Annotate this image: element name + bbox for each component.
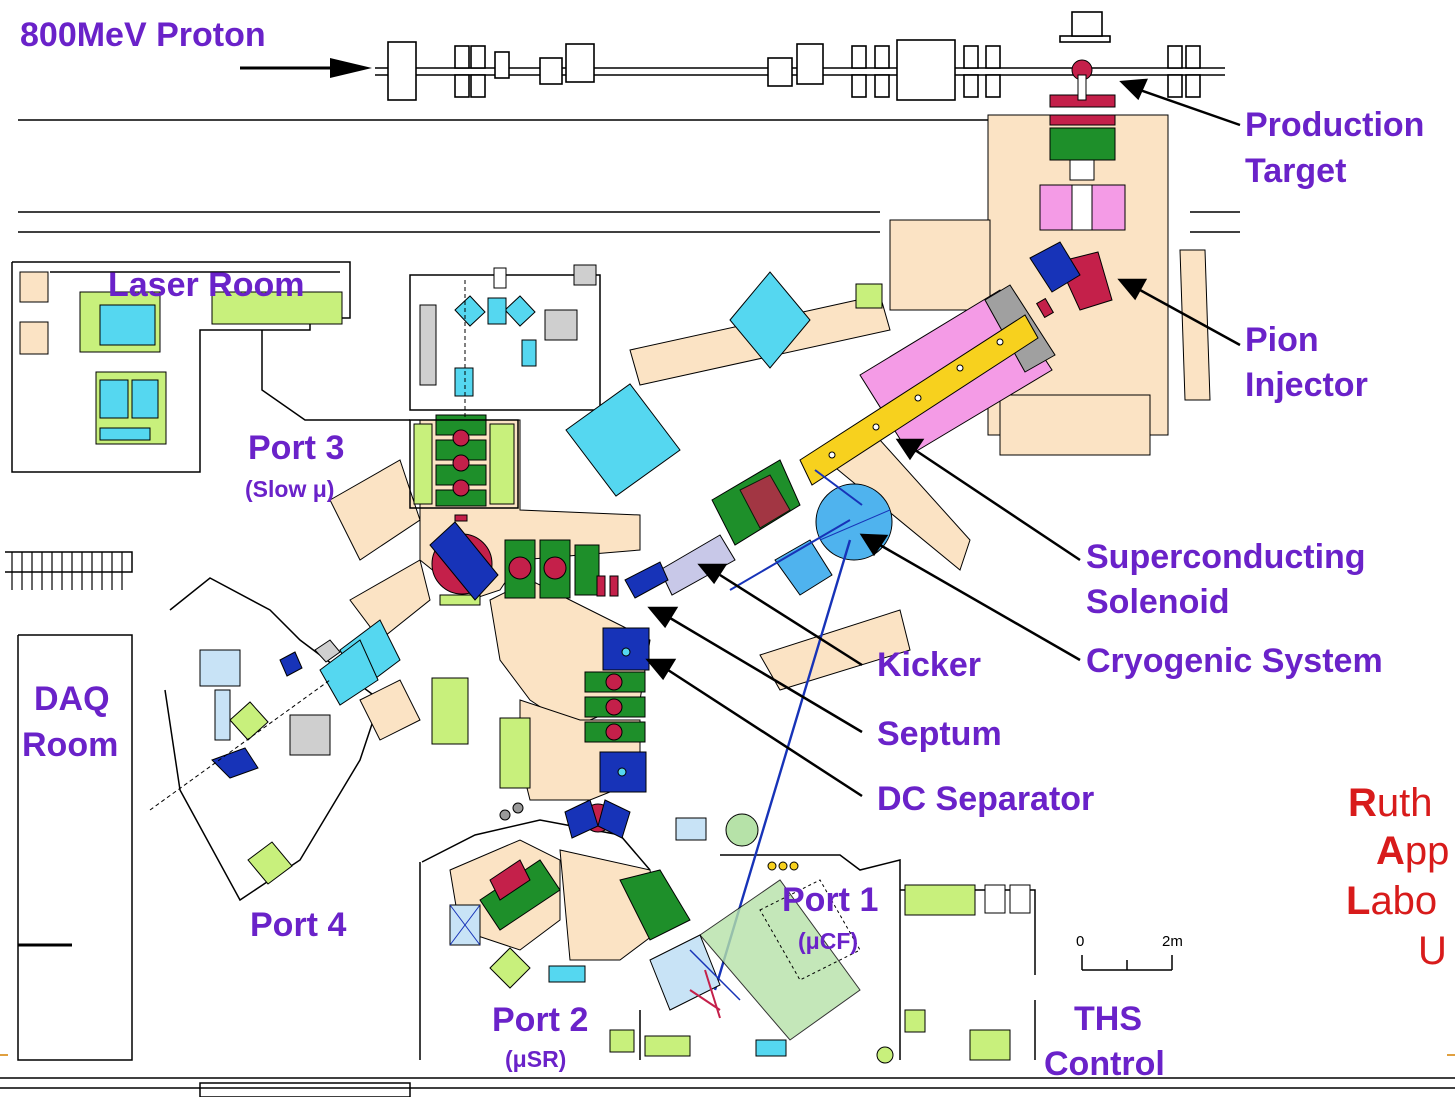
pointer-arrows <box>645 78 1241 798</box>
dc-separator-label: DC Separator <box>877 780 1095 818</box>
target-label: Target <box>1245 152 1347 190</box>
septum-label: Septum <box>877 715 1002 753</box>
scale-zero-label: 0 <box>1076 933 1085 950</box>
laser-room-label: Laser Room <box>108 266 305 304</box>
beamline-magnets <box>279 414 801 941</box>
pion-injector <box>1029 241 1113 319</box>
pion-label: Pion <box>1245 321 1319 359</box>
production-target-area <box>1039 59 1126 231</box>
port1-label: Port 1 <box>782 881 879 919</box>
port3-optics <box>454 267 537 420</box>
port2-label: Port 2 <box>492 1001 589 1039</box>
proton-arrow <box>240 58 372 78</box>
port3-sublabel: (Slow μ) <box>245 476 335 502</box>
port1-equipment <box>649 879 861 1041</box>
port2-sublabel: (μSR) <box>505 1046 567 1072</box>
production-label: Production <box>1245 106 1425 144</box>
cryogenic-label: Cryogenic System <box>1086 642 1383 680</box>
proton-label: 800MeV Proton <box>20 16 266 54</box>
proton-beamline <box>375 11 1225 101</box>
ths-label: THS <box>1074 1000 1142 1038</box>
port1-sublabel: (μCF) <box>798 928 859 954</box>
institution-line3: Labo <box>1346 879 1438 923</box>
solenoid-label: Solenoid <box>1086 583 1230 621</box>
institution-line4: U <box>1418 929 1447 973</box>
injector-label: Injector <box>1245 366 1368 404</box>
rack-grid <box>11 552 123 590</box>
daq-room-label: Room <box>22 726 119 764</box>
port4-label: Port 4 <box>250 906 347 944</box>
daq-label: DAQ <box>34 680 110 718</box>
institution-line1: Ruth <box>1348 781 1433 825</box>
port3-label: Port 3 <box>248 429 345 467</box>
kicker-label: Kicker <box>877 646 981 684</box>
scale-two-label: 2m <box>1162 933 1183 950</box>
control-label: Control <box>1044 1045 1165 1083</box>
scale-bar <box>1081 955 1173 971</box>
superconducting-solenoid <box>799 284 1056 486</box>
superconducting-label: Superconducting <box>1086 538 1366 576</box>
room-fixtures <box>79 264 1011 1061</box>
port-detectors <box>149 679 1031 1064</box>
institution-line2: App <box>1376 829 1450 873</box>
